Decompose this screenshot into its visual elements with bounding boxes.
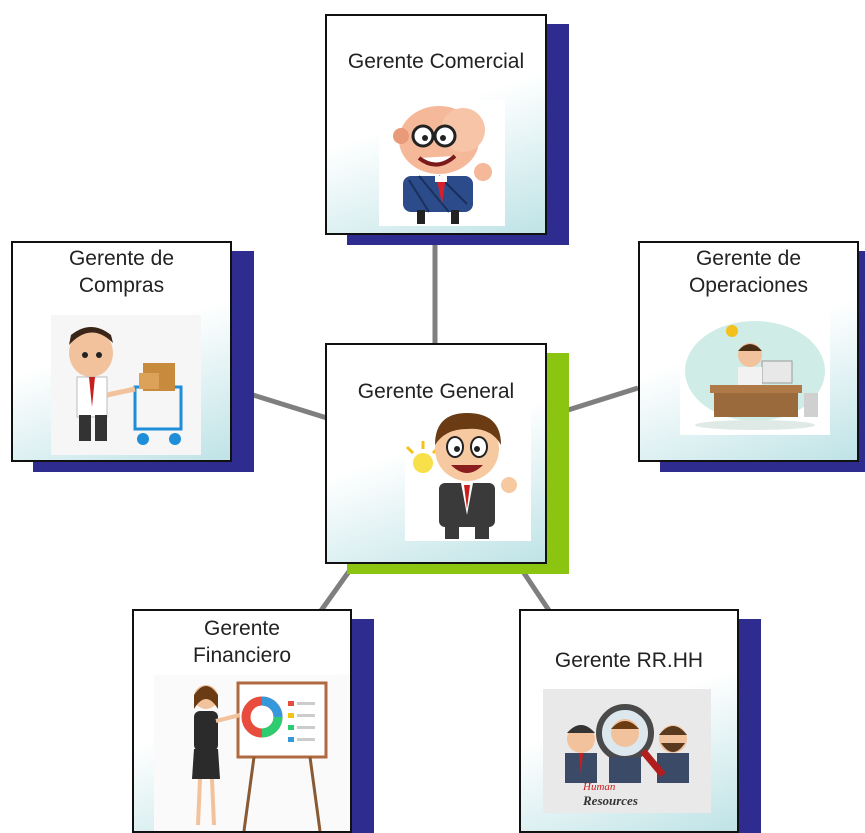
link-general-operaciones [567, 385, 639, 413]
link-general-compras [252, 392, 328, 421]
node-gerente-rrhh[interactable]: Gerente RR.HH Human Resources [519, 609, 761, 833]
node-label: Gerente Comercial [347, 50, 525, 73]
node-gerente-comercial[interactable]: Gerente Comercial [325, 14, 569, 246]
resources-caption: Resources [583, 793, 638, 808]
presentation-woman-icon [154, 675, 350, 831]
node-gerente-financiero[interactable]: Gerente Financiero [132, 609, 374, 833]
node-label: Gerente de Compras [68, 247, 175, 297]
node-card: Gerente RR.HH Human Resources [519, 609, 739, 833]
node-card: Gerente Financiero [132, 609, 352, 833]
desk-worker-icon [680, 311, 830, 435]
node-label: Gerente de Operaciones [688, 247, 809, 297]
node-card: Gerente Comercial [325, 14, 547, 235]
node-gerente-compras[interactable]: Gerente de Compras [11, 241, 254, 473]
node-card: Gerente de Compras [11, 241, 232, 462]
human-resources-magnifier-icon: Human Resources [543, 689, 711, 813]
node-label: Gerente Financiero [192, 617, 292, 667]
node-gerente-operaciones[interactable]: Gerente de Operaciones [638, 241, 865, 473]
salesman-thumbs-up-icon [379, 100, 505, 226]
human-caption: Human [583, 781, 616, 793]
shopping-cart-man-icon [51, 315, 201, 455]
node-label: Gerente General [357, 380, 515, 403]
link-general-financiero [317, 568, 353, 614]
node-label: Gerente RR.HH [554, 649, 704, 672]
node-card: Gerente de Operaciones [638, 241, 859, 462]
node-card: Gerente General [325, 343, 547, 564]
node-gerente-general[interactable]: Gerente General [325, 343, 569, 575]
idea-bulb-manager-icon [405, 405, 531, 541]
link-general-rrhh [519, 568, 553, 614]
